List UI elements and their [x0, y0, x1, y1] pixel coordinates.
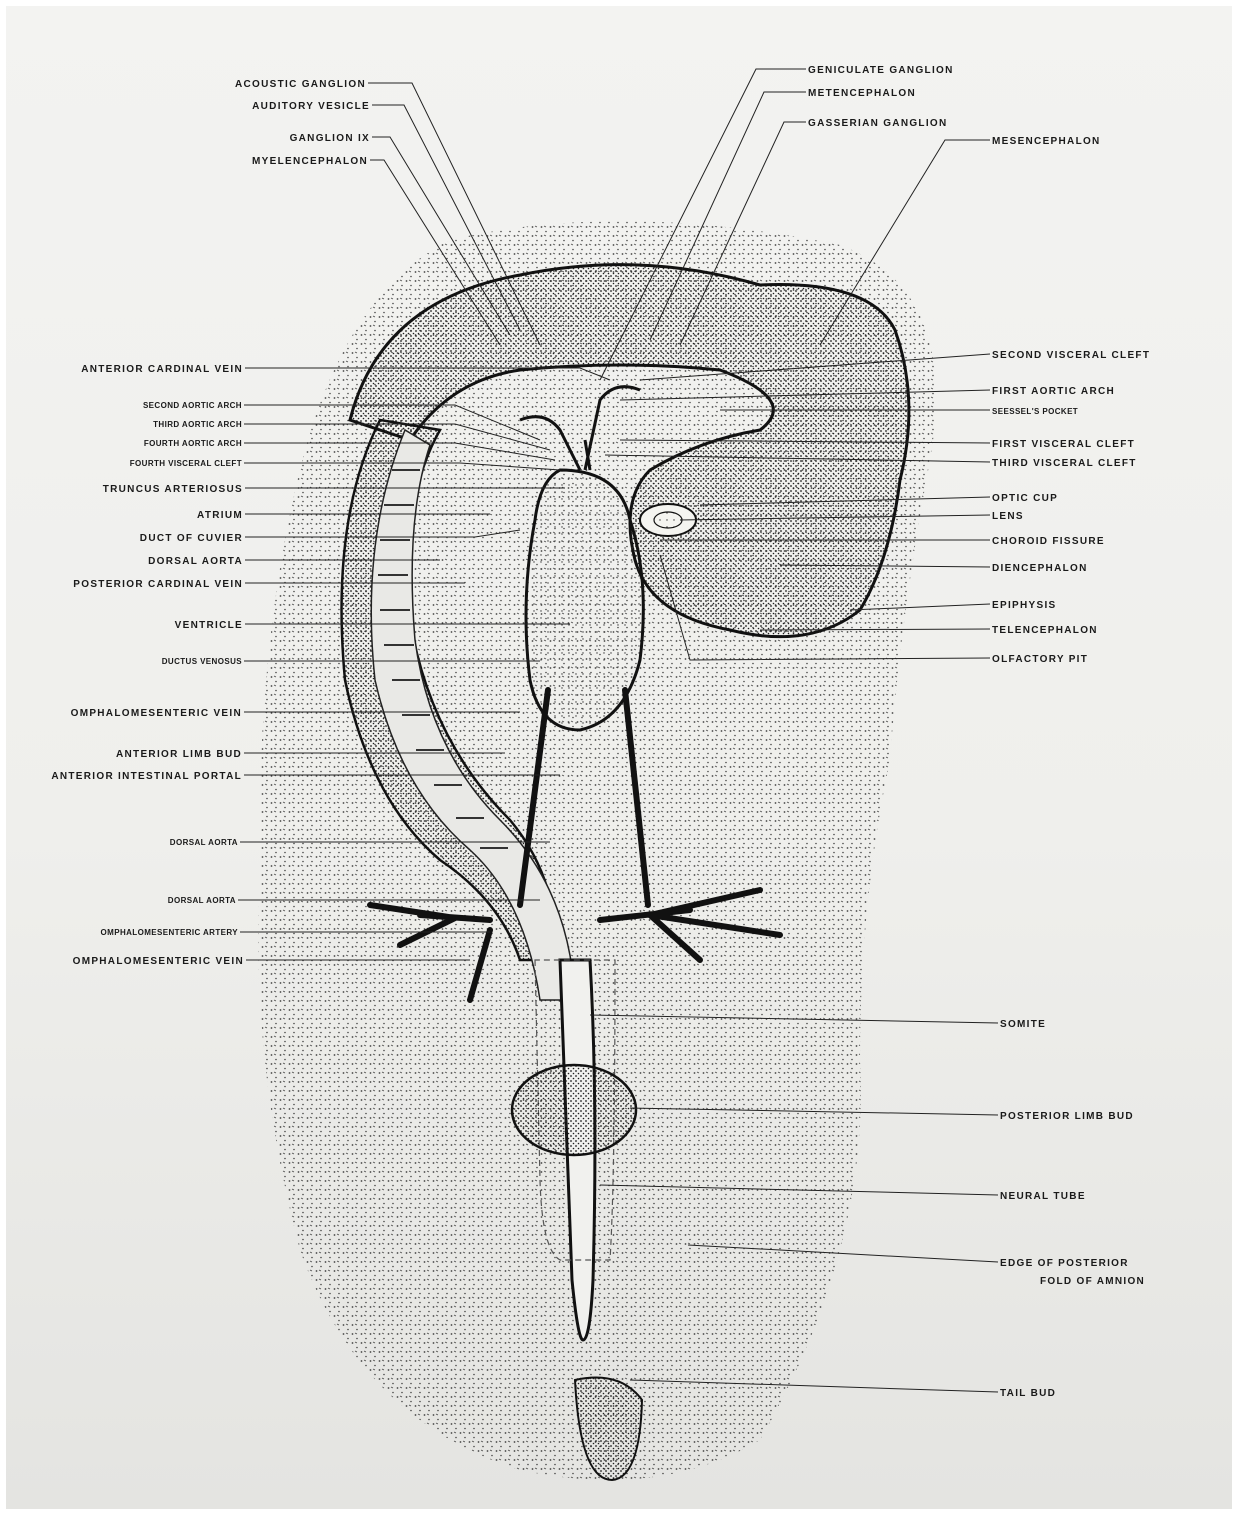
label-diencephalon: DIENCEPHALON [992, 563, 1088, 574]
label-second-aortic-arch: SECOND AORTIC ARCH [143, 401, 242, 410]
label-neural-tube: NEURAL TUBE [1000, 1191, 1086, 1202]
label-ganglion-ix: GANGLION IX [290, 133, 370, 144]
label-seessels-pocket: SEESSEL'S POCKET [992, 407, 1078, 416]
label-first-aortic-arch: FIRST AORTIC ARCH [992, 386, 1115, 397]
label-ventricle: VENTRICLE [175, 620, 243, 631]
label-third-visceral-cleft: THIRD VISCERAL CLEFT [992, 458, 1137, 469]
label-truncus-arteriosus: TRUNCUS ARTERIOSUS [103, 484, 243, 495]
label-dorsal-aorta: DORSAL AORTA [148, 556, 243, 567]
posterior-limb-bud [512, 1065, 636, 1155]
label-tail-bud: TAIL BUD [1000, 1388, 1056, 1399]
label-optic-cup: OPTIC CUP [992, 493, 1058, 504]
label-gasserian-ganglion: GASSERIAN GANGLION [808, 118, 948, 129]
label-posterior-limb-bud: POSTERIOR LIMB BUD [1000, 1111, 1134, 1122]
label-metencephalon: METENCEPHALON [808, 88, 916, 99]
label-mesencephalon: MESENCEPHALON [992, 136, 1101, 147]
label-atrium: ATRIUM [197, 510, 243, 521]
label-somite: SOMITE [1000, 1019, 1046, 1030]
label-fourth-aortic-arch: FOURTH AORTIC ARCH [144, 439, 242, 448]
label-first-visceral-cleft: FIRST VISCERAL CLEFT [992, 439, 1135, 450]
label-fourth-visceral-cleft: FOURTH VISCERAL CLEFT [130, 459, 242, 468]
label-anterior-limb-bud: ANTERIOR LIMB BUD [116, 749, 242, 760]
label-anterior-cardinal-vein: ANTERIOR CARDINAL VEIN [81, 364, 243, 375]
label-epiphysis: EPIPHYSIS [992, 600, 1057, 611]
label-myelencephalon: MYELENCEPHALON [252, 156, 368, 167]
label-lens: LENS [992, 511, 1024, 522]
label-acoustic-ganglion: ACOUSTIC GANGLION [235, 79, 366, 90]
label-edge-of-posterior: EDGE OF POSTERIOR [1000, 1258, 1129, 1269]
label-olfactory-pit: OLFACTORY PIT [992, 654, 1088, 665]
label-duct-of-cuvier: DUCT OF CUVIER [140, 533, 243, 544]
label-ductus-venosus: DUCTUS VENOSUS [162, 657, 243, 666]
label-omphalomesenteric-artery: OMPHALOMESENTERIC ARTERY [101, 928, 239, 937]
label-telencephalon: TELENCEPHALON [992, 625, 1098, 636]
label-auditory-vesicle: AUDITORY VESICLE [252, 101, 370, 112]
label-omphalomesenteric-vein-2: OMPHALOMESENTERIC VEIN [73, 956, 244, 967]
label-anterior-intestinal-portal: ANTERIOR INTESTINAL PORTAL [51, 771, 242, 782]
label-choroid-fissure: CHOROID FISSURE [992, 536, 1105, 547]
label-omphalomesenteric-vein: OMPHALOMESENTERIC VEIN [71, 708, 242, 719]
label-second-visceral-cleft: SECOND VISCERAL CLEFT [992, 350, 1150, 361]
lens [654, 512, 682, 528]
label-fold-of-amnion: FOLD OF AMNION [1040, 1276, 1145, 1287]
label-third-aortic-arch: THIRD AORTIC ARCH [153, 420, 242, 429]
label-posterior-cardinal-vein: POSTERIOR CARDINAL VEIN [73, 579, 243, 590]
label-geniculate-ganglion: GENICULATE GANGLION [808, 65, 954, 76]
label-dorsal-aorta-2: DORSAL AORTA [170, 838, 238, 847]
label-dorsal-aorta-3: DORSAL AORTA [168, 896, 236, 905]
